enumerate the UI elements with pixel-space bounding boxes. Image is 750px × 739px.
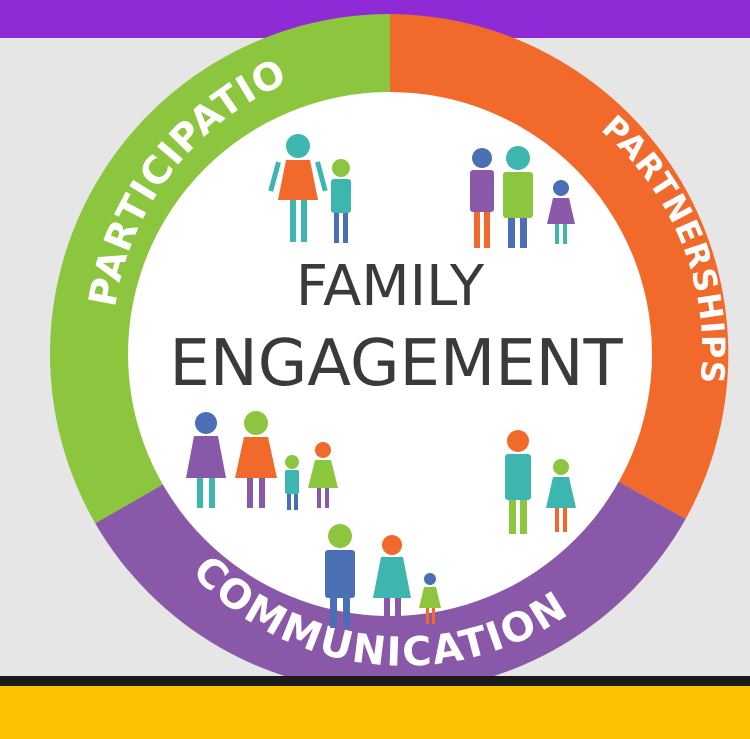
person-icon	[235, 411, 277, 508]
family-figures-right	[505, 430, 576, 534]
family-figures-left	[186, 411, 338, 510]
person-icon	[186, 412, 226, 508]
family-figures-top-left	[268, 134, 351, 243]
person-icon	[373, 535, 411, 626]
person-icon	[308, 442, 338, 508]
bottom-divider	[0, 676, 750, 686]
person-icon	[503, 146, 533, 248]
center-title-line2: ENGAGEMENT	[169, 327, 623, 401]
person-icon	[268, 134, 328, 242]
person-icon	[285, 455, 299, 510]
center-title-line1: FAMILY	[296, 254, 485, 319]
family-figures-top-right	[470, 146, 575, 248]
person-icon	[470, 148, 494, 248]
person-icon	[547, 180, 575, 244]
person-icon	[419, 573, 441, 624]
person-icon	[331, 159, 351, 243]
family-figures-bottom	[325, 524, 441, 628]
bottom-accent-band	[0, 686, 750, 739]
person-icon	[505, 430, 531, 534]
person-icon	[325, 524, 355, 628]
person-icon	[546, 459, 576, 532]
